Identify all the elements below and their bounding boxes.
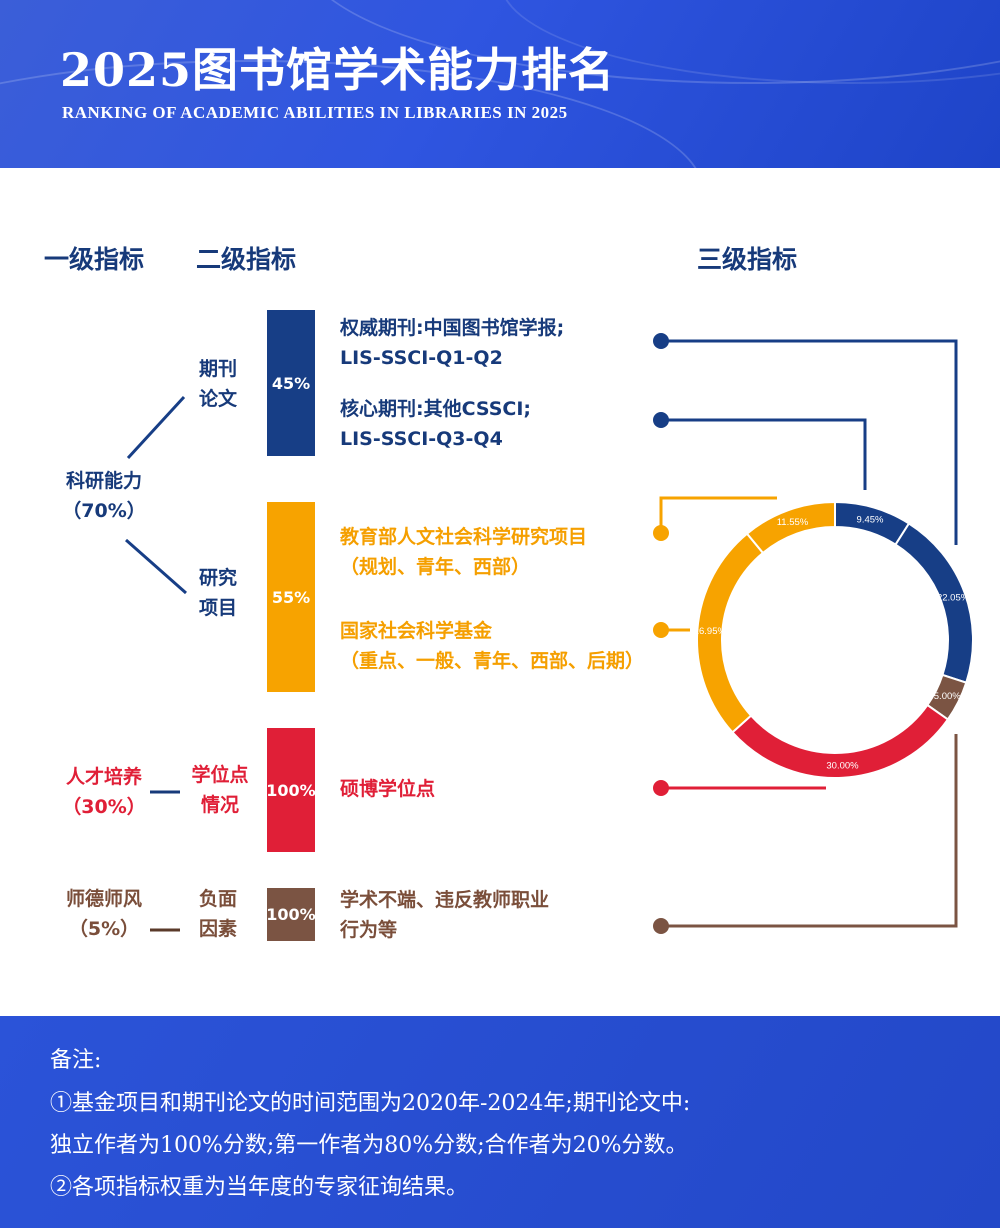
level3-degree: 硕博学位点: [340, 774, 435, 804]
level3-nssf: 国家社会科学基金 （重点、一般、青年、西部、后期）: [340, 616, 644, 676]
donut-chart: 9.45% 22.05% 5.00% 30.00% 26.95% 11.55%: [694, 500, 974, 779]
connector-degree: [653, 780, 826, 796]
level2-project-label: 研究 项目: [180, 563, 256, 623]
connector-authoritative: [653, 333, 958, 545]
notes-heading: 备注:: [50, 1048, 102, 1073]
tree-line-project: [125, 538, 187, 595]
connector-nssf: [653, 622, 690, 638]
notes-line3: ②各项指标权重为当年度的专家征询结果。: [50, 1175, 469, 1200]
connector-core: [653, 412, 867, 490]
level1-research-name: 科研能力: [65, 470, 142, 492]
level3-authoritative-line2: LIS-SSCI-Q1-Q2: [340, 347, 503, 369]
level2-negative-line2: 因素: [198, 918, 237, 940]
level3-moe-line1: 教育部人文社会科学研究项目: [340, 526, 588, 548]
notes-line1: ①基金项目和期刊论文的时间范围为2020年-2024年;期刊论文中:: [50, 1091, 691, 1116]
level3-core: 核心期刊:其他CSSCI; LIS-SSCI-Q3-Q4: [340, 394, 531, 454]
level3-moe-line2: （规划、青年、西部）: [340, 556, 531, 578]
level2-degree-line1: 学位点: [191, 764, 249, 786]
level3-authoritative: 权威期刊:中国图书馆学报; LIS-SSCI-Q1-Q2: [340, 313, 564, 373]
donut-slice-label: 26.95%: [694, 626, 727, 637]
connector-moe: [653, 496, 777, 541]
level3-heading: 三级指标: [697, 245, 798, 274]
level1-talent-weight: （30%）: [62, 796, 146, 818]
page-subtitle: RANKING OF ACADEMIC ABILITIES IN LIBRARI…: [62, 103, 568, 122]
level2-journal-label: 期刊 论文: [180, 354, 256, 414]
connector-misconduct: [653, 734, 958, 934]
donut-slice-label: 9.45%: [857, 514, 884, 525]
notes-panel: [0, 1016, 1000, 1228]
level3-nssf-line1: 国家社会科学基金: [340, 620, 493, 642]
level3-core-line1: 核心期刊:其他CSSCI;: [340, 398, 532, 420]
notes-line2: 独立作者为100%分数;第一作者为80%分数;合作者为20%分数。: [50, 1133, 688, 1158]
level3-misconduct-line1: 学术不端、违反教师职业: [340, 889, 550, 911]
bar-journal: 45%: [267, 310, 315, 456]
level2-degree-line2: 情况: [200, 794, 239, 816]
level1-ethics-name: 师德师风: [65, 888, 142, 910]
level2-project-line2: 项目: [198, 597, 237, 619]
level1-research: 科研能力 （70%）: [44, 466, 164, 526]
level3-core-line2: LIS-SSCI-Q3-Q4: [340, 428, 503, 450]
level2-journal-line2: 论文: [198, 388, 237, 410]
level2-negative-label: 负面 因素: [180, 884, 256, 944]
level1-talent-name: 人才培养: [65, 766, 142, 788]
donut-slice-label: 30.00%: [826, 760, 859, 771]
page-title: 2025图书馆学术能力排名: [60, 43, 616, 97]
level1-heading: 一级指标: [44, 245, 145, 274]
level1-ethics-weight: （5%）: [68, 918, 140, 940]
donut-slice: [745, 500, 836, 555]
level3-moe: 教育部人文社会科学研究项目 （规划、青年、西部）: [340, 522, 587, 582]
level3-authoritative-line1: 权威期刊:中国图书馆学报;: [340, 317, 565, 339]
bar-negative: 100%: [266, 888, 316, 941]
level1-research-weight: （70%）: [62, 500, 146, 522]
donut-slice-label: 11.55%: [777, 517, 809, 528]
donut-slice-label: 5.00%: [934, 691, 961, 702]
level3-nssf-line2: （重点、一般、青年、西部、后期）: [340, 650, 645, 672]
bar-project: 55%: [267, 502, 315, 692]
level2-heading: 二级指标: [196, 245, 297, 274]
level2-degree-label: 学位点 情况: [178, 760, 262, 820]
header-banner: [0, 0, 1000, 168]
tree-line-journal: [126, 395, 186, 460]
level1-talent: 人才培养 （30%）: [44, 762, 164, 822]
level2-journal-line1: 期刊: [198, 358, 237, 380]
level1-ethics: 师德师风 （5%）: [44, 884, 164, 944]
level2-project-line1: 研究: [198, 567, 237, 589]
bar-degree: 100%: [266, 728, 316, 852]
level2-negative-line1: 负面: [198, 888, 237, 910]
donut-slice-label: 22.05%: [937, 592, 970, 603]
level3-misconduct-line2: 行为等: [340, 919, 398, 941]
level3-misconduct: 学术不端、违反教师职业 行为等: [340, 885, 549, 945]
level3-degree-line1: 硕博学位点: [340, 778, 436, 800]
